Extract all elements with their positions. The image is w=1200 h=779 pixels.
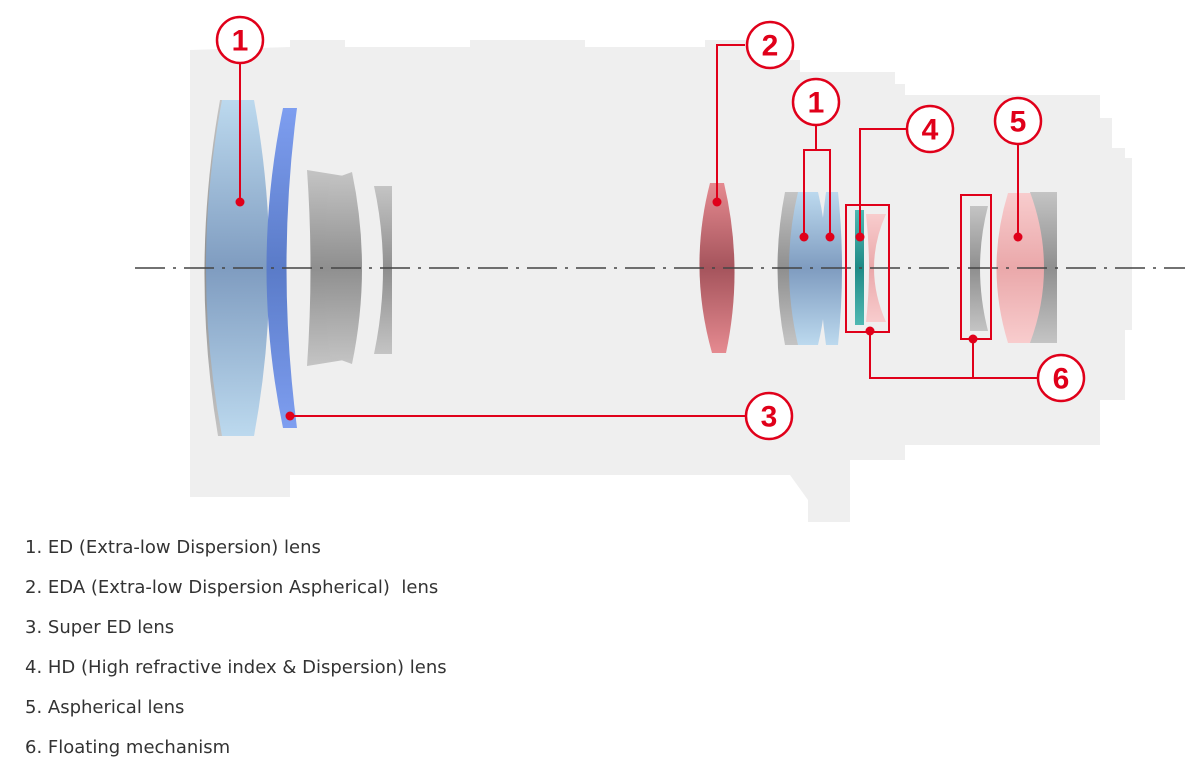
rear-gray-element xyxy=(1030,192,1057,343)
leader-line-4 xyxy=(859,128,907,237)
marker-dot-2 xyxy=(712,197,722,207)
callout-circle-1a xyxy=(215,15,265,65)
legend-item: 2. EDA (Extra-low Dispersion Aspherical)… xyxy=(25,577,439,598)
marker-dot-3 xyxy=(285,411,295,421)
leader-line-2 xyxy=(716,44,745,202)
callout-circle-6 xyxy=(1036,353,1086,403)
marker-dot-5 xyxy=(1013,232,1023,242)
leader-line-6 xyxy=(869,331,1038,379)
marker-dot-6a xyxy=(865,326,875,336)
legend-item: 3. Super ED lens xyxy=(25,617,175,638)
eda-element xyxy=(699,183,735,353)
callout-number-1b: 1 xyxy=(808,87,825,120)
callout-number-4: 4 xyxy=(922,114,939,147)
callout-circle-1b xyxy=(791,77,841,127)
callout-circle-2 xyxy=(745,20,795,70)
legend-item: 5. Aspherical lens xyxy=(25,697,185,718)
callout-number-3: 3 xyxy=(761,401,778,434)
leader-line-1b xyxy=(803,126,817,237)
marker-dot-6b xyxy=(968,334,978,344)
middle-ed-element-a xyxy=(789,192,827,345)
leader-line-1b-branch xyxy=(816,149,831,237)
front-group-element-c xyxy=(374,186,392,354)
super-ed-element xyxy=(266,108,297,428)
callout-number-5: 5 xyxy=(1010,106,1027,139)
legend-item: 1. ED (Extra-low Dispersion) lens xyxy=(25,537,321,558)
lens-construction-diagram: 1 2 1 4 5 3 6 xyxy=(135,15,1185,522)
marker-dot-1b-a xyxy=(799,232,809,242)
callout-number-2: 2 xyxy=(762,30,779,63)
callout-circle-5 xyxy=(993,96,1043,146)
callout-number-6: 6 xyxy=(1053,363,1070,396)
marker-dot-4 xyxy=(855,232,865,242)
marker-dot-1a xyxy=(235,197,245,207)
legend-item: 6. Floating mechanism xyxy=(25,737,231,758)
callout-circle-3 xyxy=(744,391,794,441)
legend-item: 4. HD (High refractive index & Dispersio… xyxy=(25,657,447,678)
callout-number-1a: 1 xyxy=(232,25,249,58)
callout-circle-4 xyxy=(905,104,955,154)
marker-dot-1b-b xyxy=(825,232,835,242)
lens-legend-list: 1. ED (Extra-low Dispersion) lens 2. EDA… xyxy=(25,528,447,768)
lens-barrel-housing xyxy=(190,40,1132,522)
floating-pink-element xyxy=(866,214,886,322)
